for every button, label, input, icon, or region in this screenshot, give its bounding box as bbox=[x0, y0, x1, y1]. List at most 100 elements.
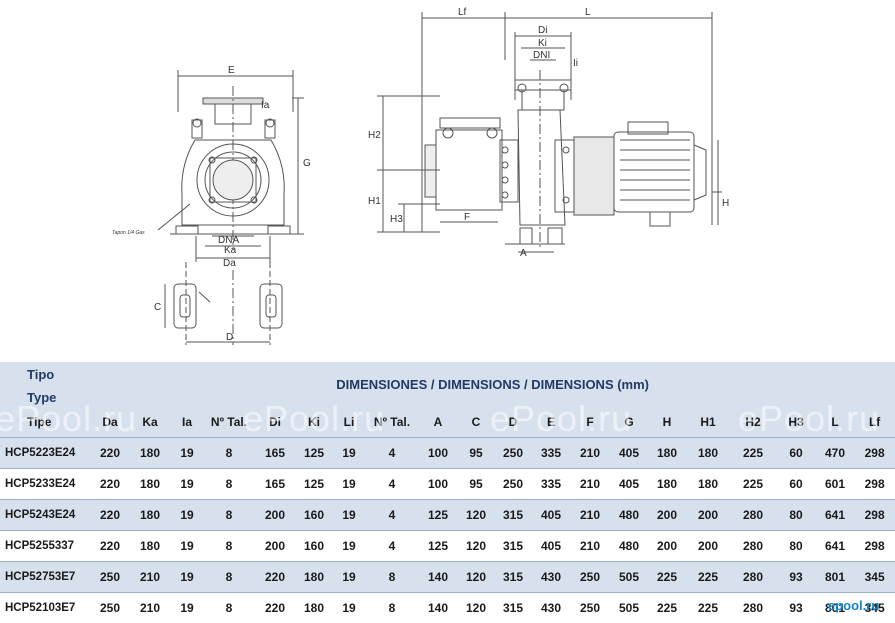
header-tipo: Tipo bbox=[0, 362, 90, 387]
label-di: Di bbox=[538, 25, 547, 36]
dimension-cell: 19 bbox=[332, 500, 366, 531]
dimension-cell: 120 bbox=[458, 500, 494, 531]
dimension-cell: 220 bbox=[254, 562, 296, 593]
dimension-cell: 225 bbox=[686, 562, 730, 593]
dimension-cell: 120 bbox=[458, 531, 494, 562]
label-h: H bbox=[722, 198, 729, 209]
column-header: Ia bbox=[170, 407, 204, 438]
dimension-cell: 345 bbox=[854, 562, 895, 593]
header-type: Type bbox=[0, 387, 90, 407]
dimension-cell: 430 bbox=[532, 562, 570, 593]
column-header: Tipe bbox=[0, 407, 90, 438]
dimension-cell: 19 bbox=[332, 531, 366, 562]
column-header: H bbox=[648, 407, 686, 438]
side-view bbox=[377, 12, 722, 252]
dimension-cell: 180 bbox=[648, 438, 686, 469]
dimension-cell: 250 bbox=[494, 438, 532, 469]
model-code-cell: HCP52103E7 bbox=[0, 593, 90, 623]
dimension-cell: 405 bbox=[532, 531, 570, 562]
label-ia: Ia bbox=[261, 100, 270, 111]
dimension-cell: 225 bbox=[730, 438, 776, 469]
dimension-cell: 19 bbox=[170, 593, 204, 623]
dimension-cell: 335 bbox=[532, 438, 570, 469]
dimension-cell: 315 bbox=[494, 562, 532, 593]
dimension-cell: 225 bbox=[648, 593, 686, 623]
dimension-cell: 220 bbox=[254, 593, 296, 623]
dimension-cell: 641 bbox=[816, 531, 854, 562]
epool-logo: epool.ru bbox=[828, 598, 879, 613]
dimension-cell: 298 bbox=[854, 469, 895, 500]
dimension-cell: 405 bbox=[610, 438, 648, 469]
dimension-cell: 180 bbox=[648, 469, 686, 500]
dimension-cell: 200 bbox=[648, 531, 686, 562]
dimension-cell: 335 bbox=[532, 469, 570, 500]
dimension-cell: 165 bbox=[254, 469, 296, 500]
column-header: Da bbox=[90, 407, 130, 438]
column-header: Ka bbox=[130, 407, 170, 438]
dimension-cell: 80 bbox=[776, 531, 816, 562]
dimension-cell: 125 bbox=[296, 438, 332, 469]
column-header: A bbox=[418, 407, 458, 438]
dimension-cell: 8 bbox=[204, 438, 254, 469]
label-li: Ii bbox=[573, 58, 578, 69]
dimension-cell: 19 bbox=[170, 438, 204, 469]
dimension-cell: 80 bbox=[776, 500, 816, 531]
dimension-cell: 480 bbox=[610, 500, 648, 531]
dimension-cell: 100 bbox=[418, 438, 458, 469]
dimension-cell: 8 bbox=[204, 500, 254, 531]
dimension-cell: 100 bbox=[418, 469, 458, 500]
dimension-cell: 405 bbox=[532, 500, 570, 531]
dimension-cell: 4 bbox=[366, 500, 418, 531]
label-c: C bbox=[154, 302, 161, 313]
dimension-cell: 180 bbox=[296, 562, 332, 593]
dimension-cell: 180 bbox=[130, 469, 170, 500]
dimension-cell: 19 bbox=[170, 531, 204, 562]
dimension-cell: 180 bbox=[130, 438, 170, 469]
dimension-cell: 19 bbox=[332, 469, 366, 500]
dimension-cell: 210 bbox=[130, 593, 170, 623]
column-header: Lf bbox=[854, 407, 895, 438]
dimension-cell: 200 bbox=[254, 531, 296, 562]
dimension-cell: 280 bbox=[730, 500, 776, 531]
dimension-cell: 405 bbox=[610, 469, 648, 500]
dimension-cell: 125 bbox=[296, 469, 332, 500]
dimension-cell: 8 bbox=[366, 593, 418, 623]
dimension-cell: 8 bbox=[204, 593, 254, 623]
column-header: Nº Tal. bbox=[204, 407, 254, 438]
dimension-cell: 315 bbox=[494, 593, 532, 623]
dimension-cell: 180 bbox=[130, 531, 170, 562]
column-header: H1 bbox=[686, 407, 730, 438]
dimension-cell: 19 bbox=[332, 438, 366, 469]
dimension-cell: 125 bbox=[418, 531, 458, 562]
dimension-cell: 280 bbox=[730, 531, 776, 562]
dimension-cell: 210 bbox=[570, 469, 610, 500]
column-header: L bbox=[816, 407, 854, 438]
label-d: D bbox=[226, 332, 233, 343]
label-ka: Ka bbox=[224, 245, 237, 256]
label-da: Da bbox=[223, 258, 236, 269]
dimension-cell: 180 bbox=[130, 500, 170, 531]
dimension-cell: 160 bbox=[296, 531, 332, 562]
dimension-cell: 220 bbox=[90, 438, 130, 469]
dimension-cell: 430 bbox=[532, 593, 570, 623]
dimension-cell: 120 bbox=[458, 562, 494, 593]
dimension-cell: 601 bbox=[816, 469, 854, 500]
dimension-cell: 470 bbox=[816, 438, 854, 469]
dimension-cell: 210 bbox=[130, 562, 170, 593]
table-title: DIMENSIONES / DIMENSIONS / DIMENSIONS (m… bbox=[90, 362, 895, 407]
dimension-cell: 298 bbox=[854, 531, 895, 562]
dimension-cell: 160 bbox=[296, 500, 332, 531]
dimension-cell: 505 bbox=[610, 593, 648, 623]
dimension-cell: 95 bbox=[458, 438, 494, 469]
dimension-cell: 180 bbox=[296, 593, 332, 623]
dimension-cell: 180 bbox=[686, 438, 730, 469]
dimension-cell: 225 bbox=[730, 469, 776, 500]
dimension-cell: 225 bbox=[686, 593, 730, 623]
pump-technical-drawing: E Ia G DNA Ka Da Tapon 1/4 Gas C D Lf L … bbox=[0, 0, 895, 362]
model-code-cell: HCP5223E24 bbox=[0, 438, 90, 469]
